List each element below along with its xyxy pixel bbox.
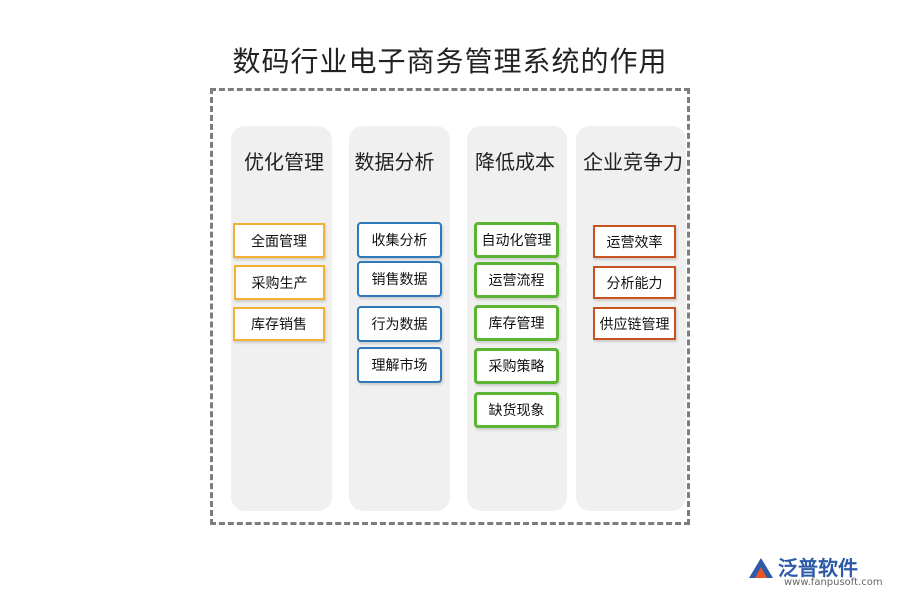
- item-box: 自动化管理: [474, 222, 559, 258]
- item-box: 理解市场: [357, 347, 442, 383]
- item-box: 全面管理: [233, 223, 325, 258]
- diagram-title: 数码行业电子商务管理系统的作用: [232, 45, 668, 78]
- item-box: 收集分析: [357, 222, 442, 258]
- item-box: 运营流程: [474, 262, 559, 298]
- item-box: 行为数据: [357, 306, 442, 342]
- item-box: 库存管理: [474, 305, 559, 341]
- brand-url: www.fanpusoft.com: [784, 577, 883, 588]
- column-title-compete: 企业竞争力: [583, 150, 683, 174]
- brand-logo: 泛普软件 www.fanpusoft.com: [746, 552, 886, 592]
- item-box: 缺货现象: [474, 392, 559, 428]
- brand-name: 泛普软件: [778, 556, 858, 580]
- dashed-frame: [210, 88, 690, 525]
- item-box: 采购策略: [474, 348, 559, 384]
- item-box: 运营效率: [593, 225, 676, 258]
- column-title-optimize: 优化管理: [244, 150, 324, 174]
- brand-logo-icon: [749, 558, 773, 578]
- column-title-data: 数据分析: [354, 150, 435, 174]
- item-box: 库存销售: [233, 307, 325, 341]
- item-box: 供应链管理: [593, 307, 676, 340]
- item-box: 采购生产: [234, 265, 325, 300]
- column-title-cost: 降低成本: [475, 150, 555, 174]
- item-box: 销售数据: [357, 261, 442, 297]
- item-box: 分析能力: [593, 266, 676, 299]
